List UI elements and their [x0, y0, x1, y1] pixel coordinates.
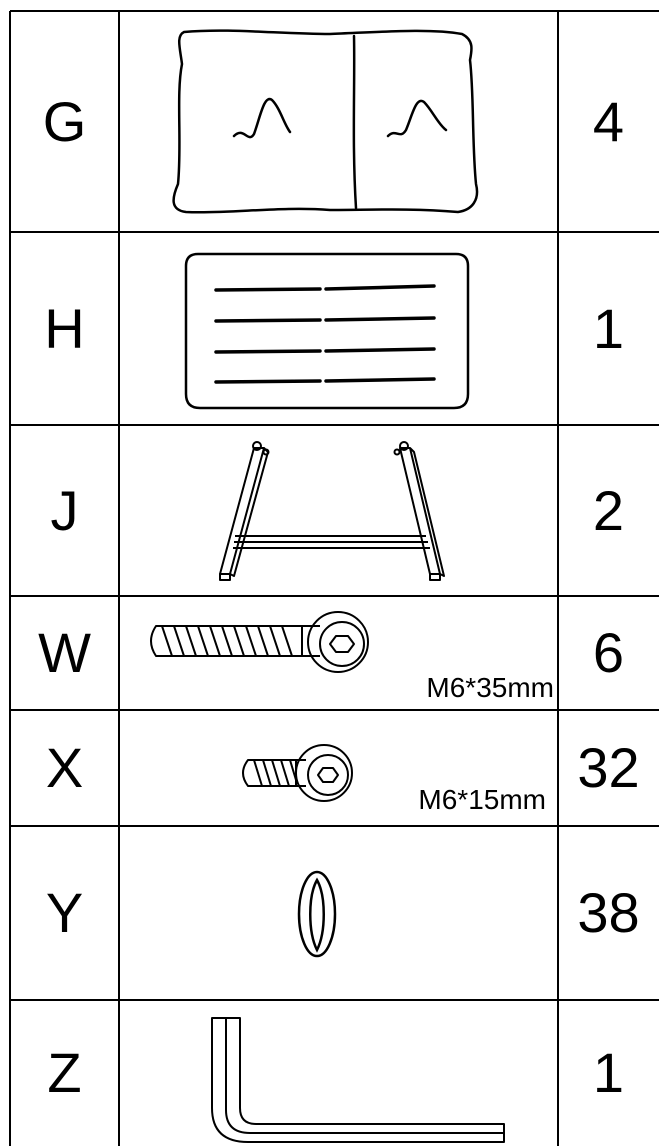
long-hex-bolt-icon	[150, 611, 369, 673]
part-quantity-h: 1	[592, 296, 625, 360]
bolt-spec-w: M6*35mm	[426, 672, 554, 703]
part-quantity-j: 2	[592, 478, 625, 542]
part-quantity-x: 32	[577, 736, 640, 799]
part-letter-j: J	[50, 478, 79, 542]
part-letter-z: Z	[47, 1041, 82, 1104]
part-quantity-y: 38	[577, 881, 640, 944]
leg-frame-icon	[219, 441, 445, 581]
part-quantity-w: 6	[592, 621, 625, 684]
part-letter-y: Y	[45, 881, 84, 944]
washer-icon	[297, 870, 337, 958]
part-letter-x: X	[45, 736, 84, 799]
part-letter-g: G	[42, 89, 87, 153]
bolt-spec-x: M6*15mm	[418, 784, 546, 815]
part-quantity-z: 1	[592, 1041, 625, 1104]
table-top-icon	[184, 252, 470, 410]
cushion-pad-icon	[172, 29, 479, 214]
short-hex-bolt-icon	[242, 744, 353, 802]
part-quantity-g: 4	[592, 89, 625, 153]
part-letter-w: W	[38, 621, 91, 684]
part-letter-h: H	[44, 296, 85, 360]
allen-key-icon	[211, 1017, 505, 1143]
